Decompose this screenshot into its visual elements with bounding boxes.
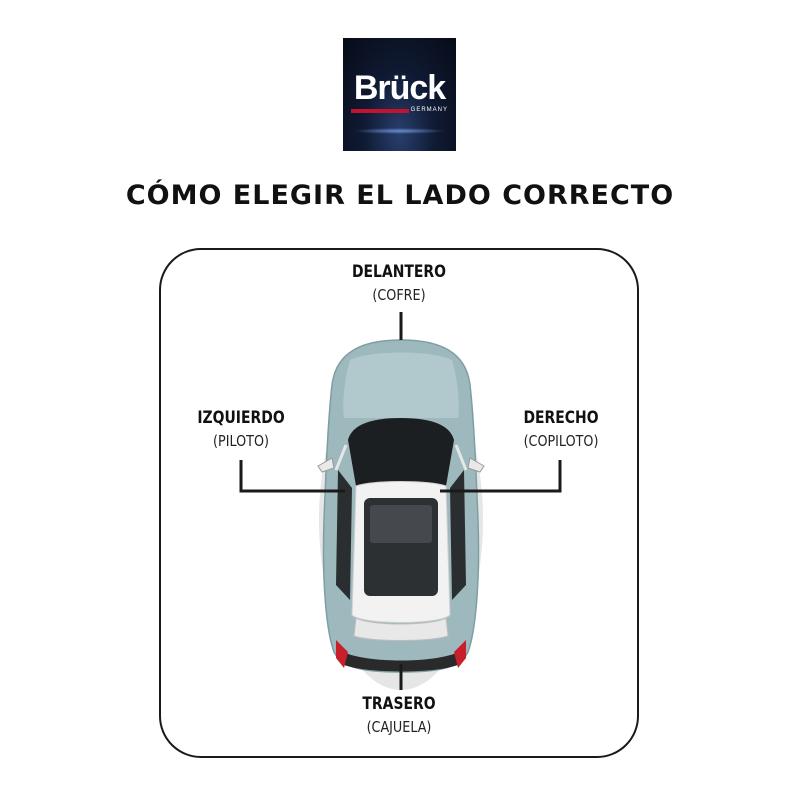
diagram-frame bbox=[159, 248, 639, 758]
windshield bbox=[348, 418, 454, 486]
sunroof-reflection bbox=[370, 505, 432, 543]
left-mirror bbox=[317, 457, 335, 473]
right-a-pillar bbox=[454, 444, 468, 471]
rear-label: TRASERO (CAJUELA) bbox=[299, 694, 499, 736]
bruck-germany-logo: Brück GERMANY bbox=[343, 38, 456, 151]
rear-label-main: TRASERO bbox=[362, 694, 436, 714]
rear-label-sub: (CAJUELA) bbox=[366, 718, 432, 736]
right-tail-light bbox=[454, 640, 466, 668]
logo-red-bar bbox=[351, 109, 409, 113]
right-label-sub: (COPILOTO) bbox=[523, 432, 599, 450]
front-label: DELANTERO (COFRE) bbox=[299, 262, 499, 304]
right-side-window bbox=[450, 470, 466, 600]
right-label-main: DERECHO bbox=[523, 408, 599, 428]
rear-window bbox=[353, 617, 449, 641]
logo-light-streak bbox=[353, 128, 446, 134]
left-pointer-line bbox=[239, 460, 345, 493]
rear-bumper bbox=[340, 650, 462, 672]
right-label: DERECHO (COPILOTO) bbox=[461, 408, 661, 450]
left-tail-light bbox=[336, 640, 348, 668]
left-label-sub: (PILOTO) bbox=[213, 432, 269, 450]
car-hood bbox=[343, 352, 459, 418]
front-label-sub: (COFRE) bbox=[372, 286, 426, 304]
right-mirror bbox=[467, 457, 485, 473]
left-label: IZQUIERDO (PILOTO) bbox=[141, 408, 341, 450]
right-pointer-line bbox=[440, 460, 562, 493]
left-a-pillar bbox=[334, 444, 348, 471]
logo-brand-text: Brück bbox=[353, 69, 446, 107]
front-label-main: DELANTERO bbox=[351, 262, 447, 282]
left-side-window bbox=[336, 470, 352, 600]
logo-subtext: GERMANY bbox=[410, 107, 448, 113]
left-label-main: IZQUIERDO bbox=[197, 408, 285, 428]
page-title: CÓMO ELEGIR EL LADO CORRECTO bbox=[125, 180, 675, 211]
